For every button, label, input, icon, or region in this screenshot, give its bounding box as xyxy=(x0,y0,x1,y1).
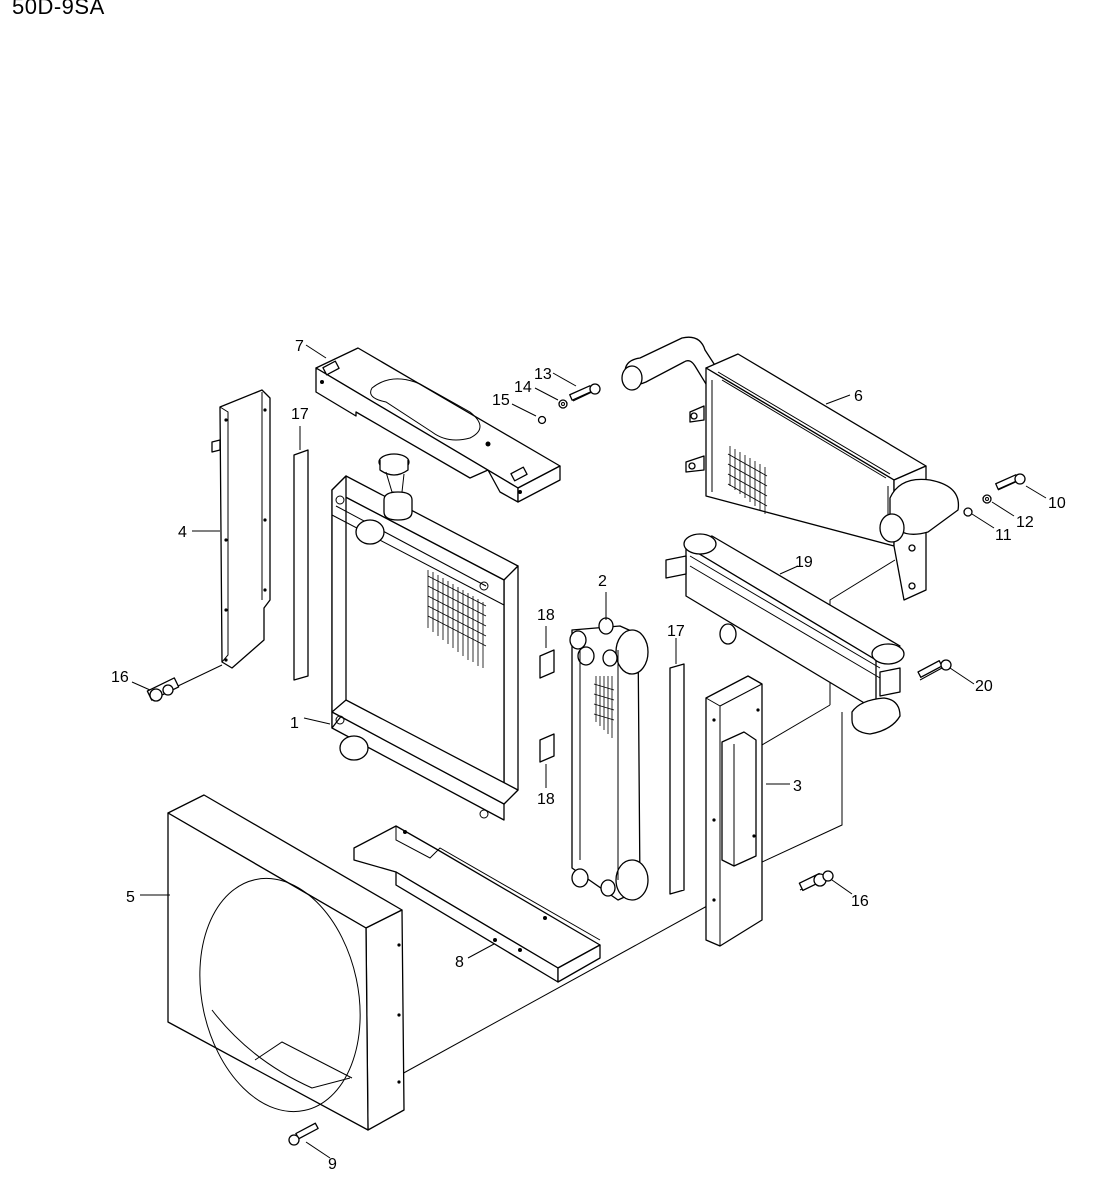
bolt-washer-left xyxy=(146,664,223,702)
callout-17-right: 17 xyxy=(667,623,685,640)
callout-labels: 1 2 3 4 5 6 7 8 9 10 11 12 13 14 15 16 1… xyxy=(111,338,1066,1173)
rubber-pad-upper xyxy=(539,649,555,679)
lower-mounting-bracket xyxy=(353,825,601,983)
left-side-plate xyxy=(211,389,271,669)
oil-cooler xyxy=(569,617,649,901)
callout-4: 4 xyxy=(178,524,187,541)
callout-18-upper: 18 xyxy=(537,607,555,624)
oil-cooler-fins xyxy=(593,676,615,738)
charge-air-tube xyxy=(665,533,905,735)
bolt-10 xyxy=(995,473,1026,491)
bolt-13 xyxy=(569,383,601,402)
top-mounting-bracket xyxy=(315,347,561,503)
nut-15 xyxy=(537,415,547,425)
model-code: 50D-9SA xyxy=(12,0,105,19)
fan-shroud xyxy=(167,794,405,1131)
callout-17-left: 17 xyxy=(291,406,309,423)
callout-16-left: 16 xyxy=(111,669,129,686)
seal-strip-right xyxy=(669,663,685,895)
callout-2: 2 xyxy=(598,573,607,590)
callout-1: 1 xyxy=(290,715,299,732)
seal-strip-left xyxy=(293,449,309,681)
callout-12: 12 xyxy=(1016,514,1034,531)
callout-14: 14 xyxy=(514,379,532,396)
callout-3: 3 xyxy=(793,778,802,795)
callout-6: 6 xyxy=(854,388,863,405)
callout-5: 5 xyxy=(126,889,135,906)
radiator-filler-cap xyxy=(378,453,410,493)
leader-lines xyxy=(131,344,1047,1159)
bolt-9 xyxy=(288,1122,319,1146)
callout-18-lower: 18 xyxy=(537,791,555,808)
callout-11: 11 xyxy=(995,527,1012,544)
bolt-20 xyxy=(917,659,952,681)
callout-9: 9 xyxy=(328,1156,337,1173)
callout-20: 20 xyxy=(975,678,993,695)
callout-16-right: 16 xyxy=(851,893,869,910)
bolt-washer-right xyxy=(798,870,834,892)
radiator xyxy=(331,475,519,821)
callout-10: 10 xyxy=(1048,495,1066,512)
charge-air-cooler-core xyxy=(727,446,768,514)
charge-air-cooler xyxy=(621,336,960,601)
callout-15: 15 xyxy=(492,392,510,409)
rubber-pad-lower xyxy=(539,733,555,763)
radiator-core-fins xyxy=(427,570,487,668)
washer-14 xyxy=(558,399,568,409)
callout-7: 7 xyxy=(295,338,304,355)
callout-19: 19 xyxy=(795,554,813,571)
nut-11 xyxy=(963,507,973,517)
washer-12 xyxy=(982,494,992,504)
callout-13: 13 xyxy=(534,366,552,383)
callout-8: 8 xyxy=(455,954,464,971)
right-side-plate xyxy=(705,675,763,947)
